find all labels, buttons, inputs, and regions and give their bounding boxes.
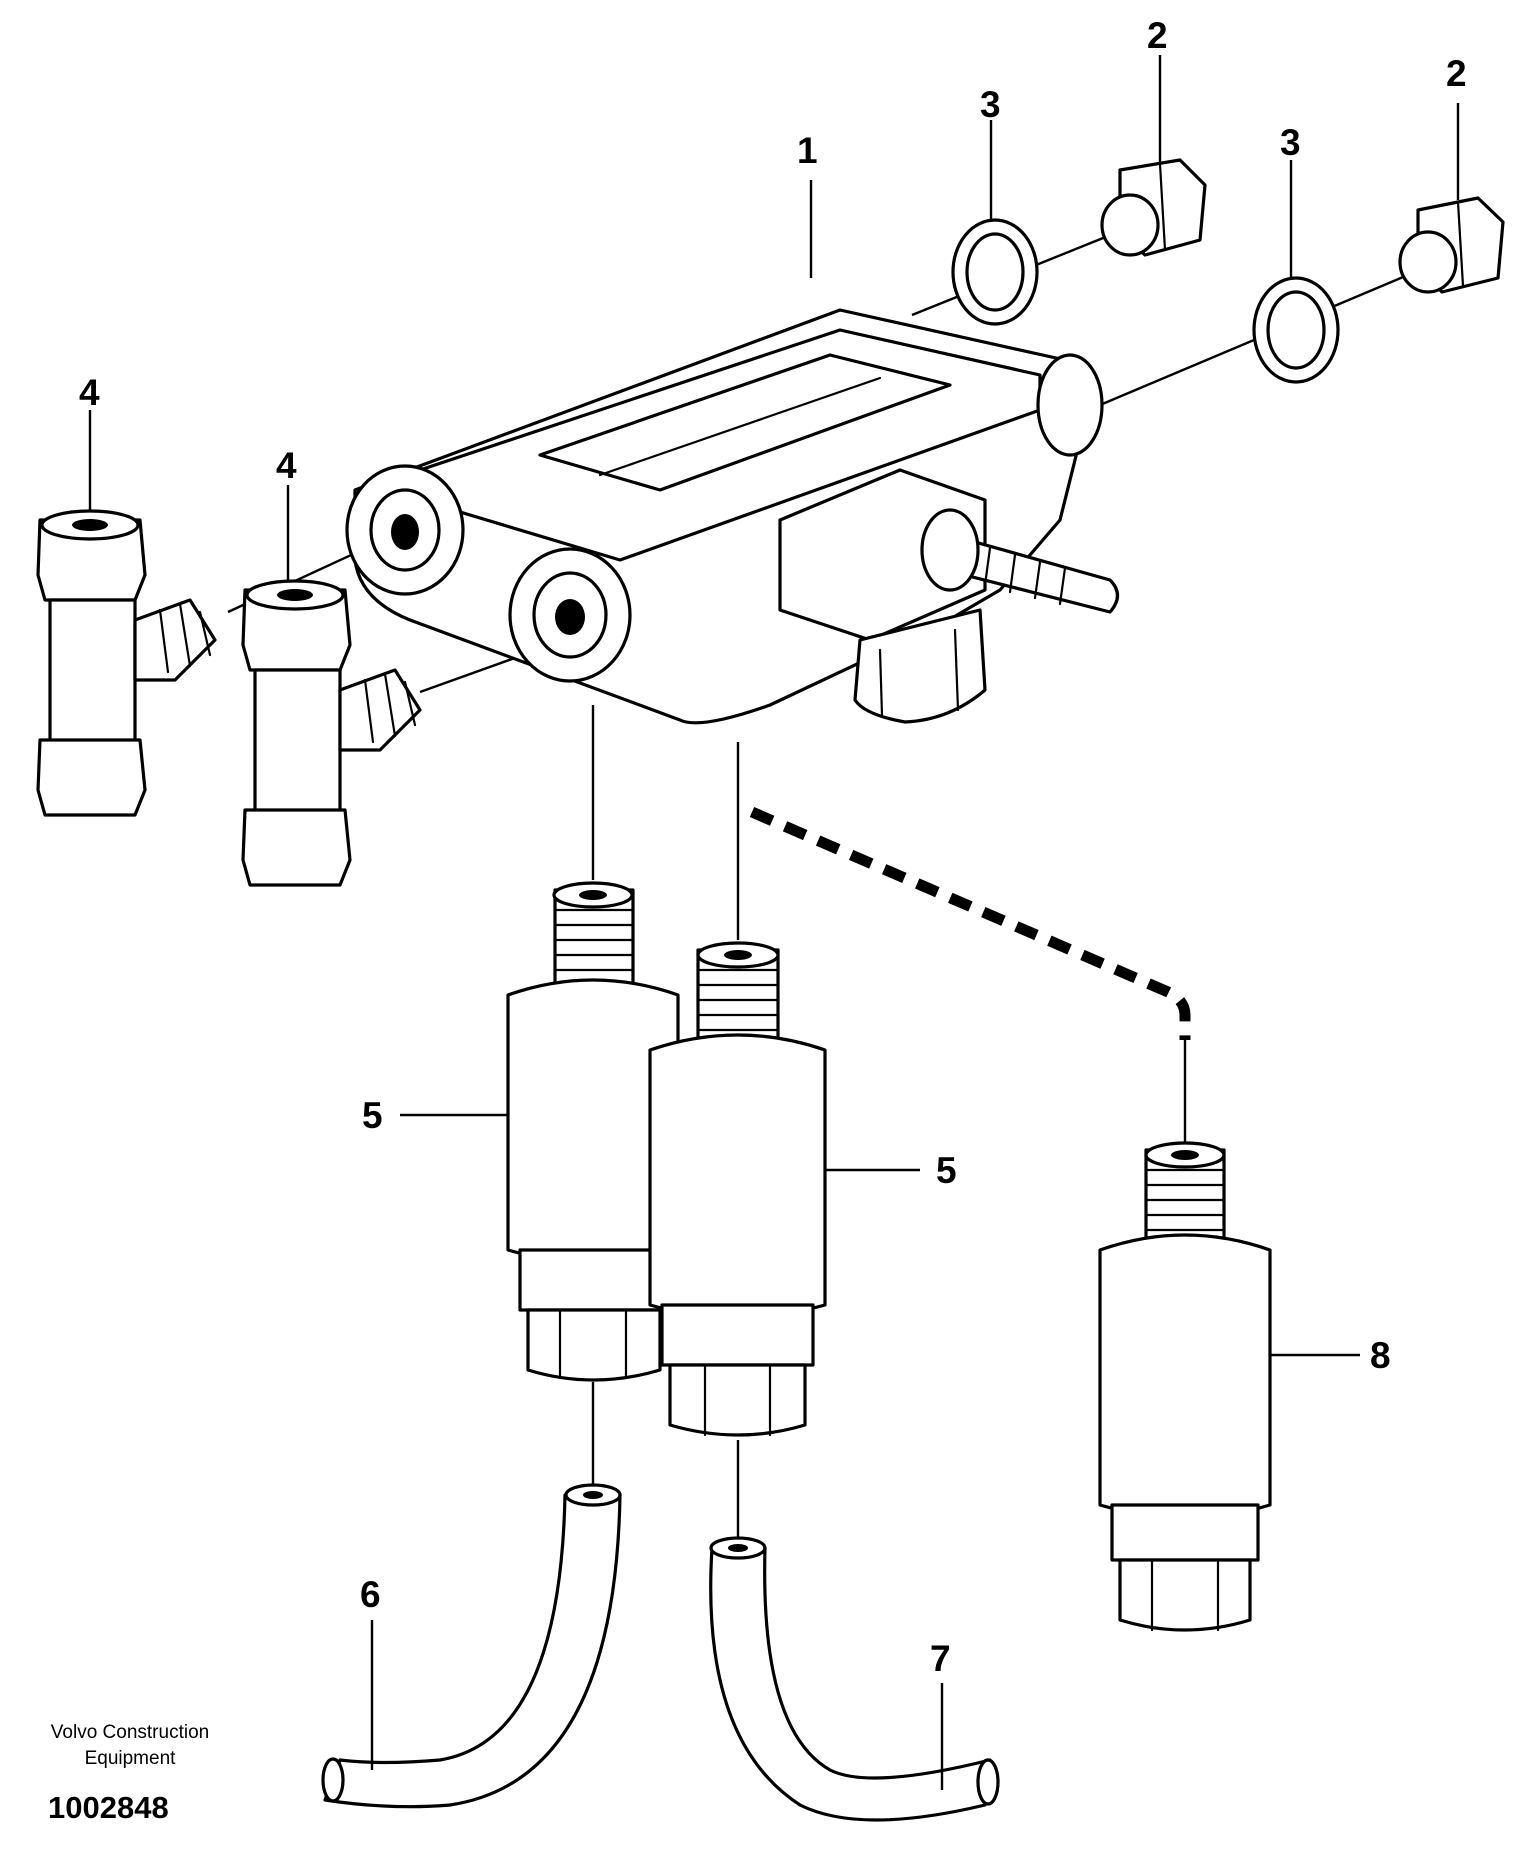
callout-7: 7 bbox=[930, 1638, 951, 1679]
callout-5-right: 5 bbox=[936, 1150, 957, 1191]
pressure-sensor-right bbox=[1098, 1141, 1272, 1632]
callout-5-left: 5 bbox=[362, 1095, 383, 1136]
seal-ring-lower bbox=[1252, 276, 1340, 384]
callout-2-upper: 2 bbox=[1147, 15, 1168, 56]
callout-4-right: 4 bbox=[276, 445, 297, 486]
callout-1: 1 bbox=[797, 130, 818, 171]
callout-6: 6 bbox=[360, 1574, 381, 1615]
drawing-number: 1002848 bbox=[48, 1790, 169, 1825]
hose-right bbox=[709, 1536, 1000, 1822]
tee-fitting-left bbox=[36, 509, 217, 817]
brand-line-1: Volvo Construction bbox=[50, 1722, 210, 1743]
plug-lower bbox=[1398, 196, 1505, 294]
brand-label: Volvo Construction Equipment bbox=[30, 1720, 230, 1772]
callout-3-lower: 3 bbox=[1280, 122, 1301, 163]
plug-upper bbox=[1100, 158, 1207, 257]
hose-left bbox=[321, 1483, 622, 1809]
callout-8: 8 bbox=[1370, 1335, 1391, 1376]
callouts: 1 2 2 3 3 4 4 5 5 6 7 8 bbox=[79, 15, 1467, 1679]
leader-lines bbox=[88, 55, 1460, 1790]
callout-2-lower: 2 bbox=[1446, 53, 1467, 94]
seal-ring-upper bbox=[951, 218, 1039, 326]
pressure-sensor-middle bbox=[648, 941, 827, 1437]
tee-fitting-right bbox=[241, 579, 422, 887]
callout-4-left: 4 bbox=[79, 372, 100, 413]
valve-block bbox=[345, 308, 1120, 725]
callout-3-upper: 3 bbox=[980, 84, 1001, 125]
brand-line-2: Equipment bbox=[84, 1748, 176, 1769]
